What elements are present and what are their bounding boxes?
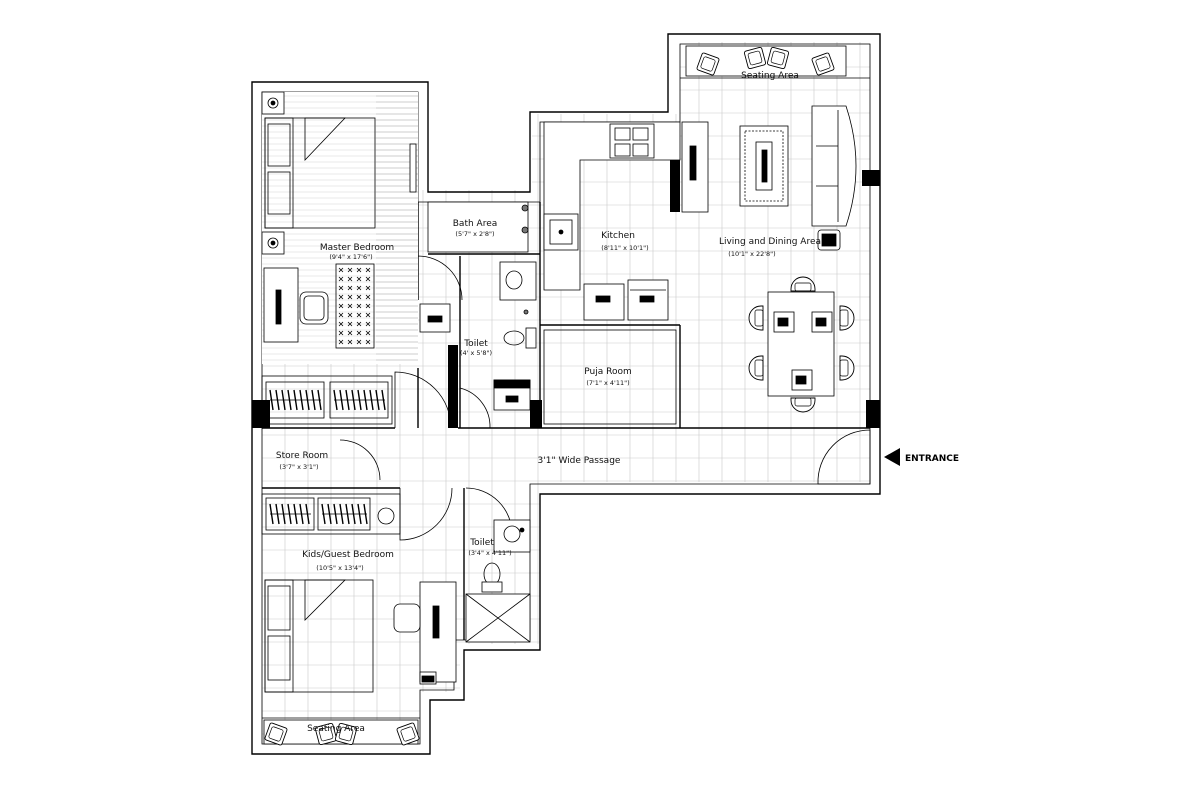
- toilet-2-dim: (3'4" x 4'11"): [468, 549, 511, 557]
- kitchen-dim: (8'11" x 10'1"): [601, 244, 648, 252]
- puja-room-label: Puja Room: [584, 367, 631, 377]
- kids-study-desk: [393, 581, 457, 685]
- entrance-arrow-icon: [884, 448, 900, 466]
- toilet-1-dim: (4' x 5'8"): [460, 349, 492, 357]
- living-dining-dim: (10'1" x 22'8"): [728, 250, 775, 258]
- passage-label: 3'1" Wide Passage: [538, 456, 621, 466]
- room-labels: Seating Area Master Bedroom (9'4" x 17'6…: [276, 71, 959, 734]
- puja-room-dim: (7'1" x 4'11"): [586, 379, 629, 387]
- kids-wardrobe: [261, 493, 401, 535]
- living-carpet: [739, 125, 789, 207]
- columns: [252, 122, 880, 428]
- master-wardrobe: [261, 375, 393, 425]
- store-room-label: Store Room: [276, 451, 328, 461]
- bedside-tables: [261, 91, 285, 255]
- seating-bottom-label: Seating Area: [307, 724, 365, 734]
- master-study-desk: [263, 267, 329, 343]
- kids-bedroom-label: Kids/Guest Bedroom: [302, 550, 394, 560]
- master-bedroom-dim: (9'4" x 17'6"): [329, 253, 372, 261]
- toilet-2-label: Toilet: [469, 538, 494, 548]
- kids-bedroom-dim: (10'5" x 13'4"): [316, 564, 363, 572]
- seating-top-label: Seating Area: [741, 71, 799, 81]
- toilet-1-fixtures: [419, 261, 537, 411]
- kitchen-label: Kitchen: [601, 231, 635, 241]
- dining-table: [748, 276, 855, 413]
- entrance-label: ENTRANCE: [905, 454, 959, 464]
- living-sofa: [811, 105, 857, 251]
- living-dining-label: Living and Dining Area: [719, 237, 821, 247]
- master-bedroom-label: Master Bedroom: [320, 243, 394, 253]
- top-seating-chairs: [685, 45, 847, 77]
- bath-area-dim: (5'7" x 2'8"): [455, 230, 494, 238]
- master-bed: [264, 117, 376, 229]
- bath-area-fixtures: [427, 201, 529, 253]
- kids-bed: [264, 579, 374, 693]
- kitchen-fixtures: [543, 121, 709, 321]
- master-rug: [335, 263, 375, 349]
- doors: [339, 255, 871, 541]
- puja-platform: [543, 329, 677, 425]
- toilet-1-label: Toilet: [463, 339, 488, 349]
- bath-area-label: Bath Area: [453, 219, 498, 229]
- store-room-dim: (3'7" x 3'1"): [279, 463, 318, 471]
- bottom-seating-chairs: [263, 719, 420, 746]
- toilet-2-fixtures: [465, 519, 531, 643]
